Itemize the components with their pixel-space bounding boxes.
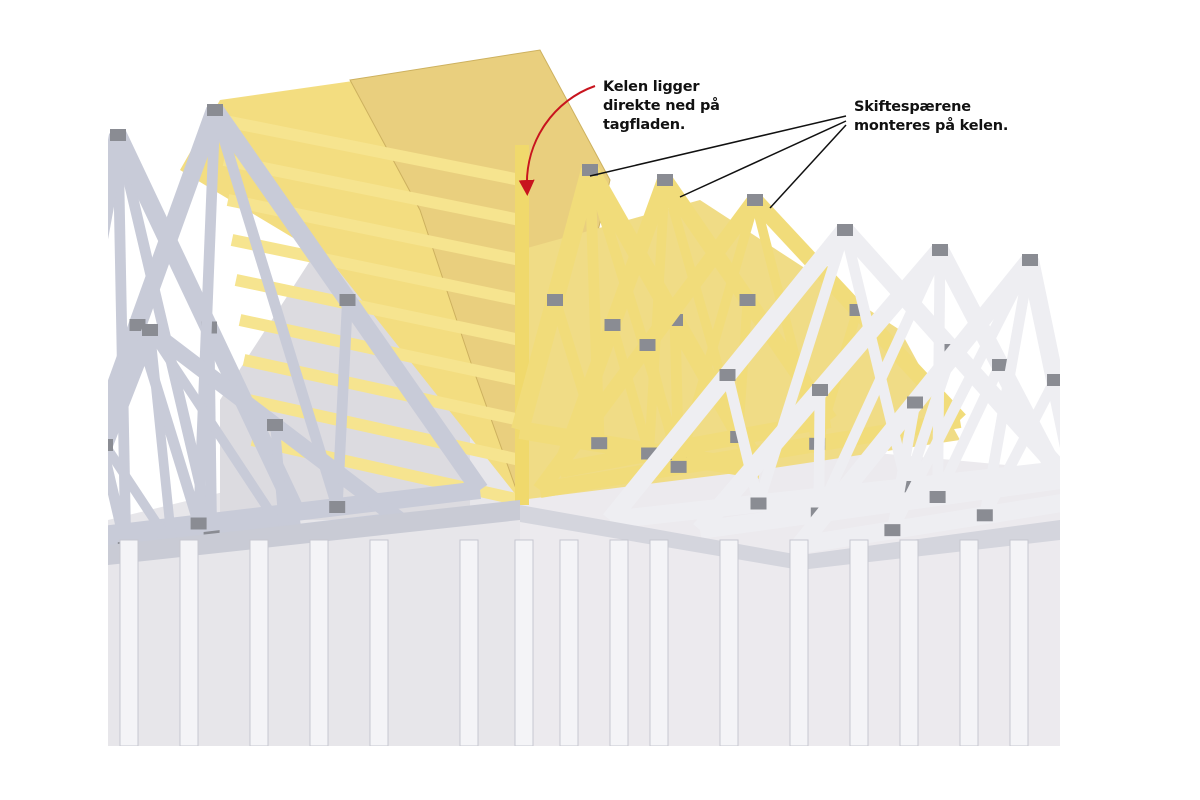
truss-web [887,257,1035,533]
truss-web [145,327,289,537]
valley-arrow [518,85,596,196]
roof-batten [246,394,522,466]
truss-web [193,109,221,524]
wall-stud [179,539,199,746]
truss-web [584,169,605,444]
nail-plate [907,396,923,409]
leader-line [589,115,847,177]
nail-plate [929,491,946,503]
truss-web [108,447,132,549]
valley-annotation: Kelen ligger direkte ned på tagfladen. [603,79,720,133]
nail-plate [108,439,113,451]
roof-batten [222,154,522,226]
truss-web [270,424,290,535]
wall-stud [849,539,869,746]
top-plate-right [520,505,1060,570]
wall-stud [559,539,579,746]
truss-web [980,377,1060,518]
truss-web [887,401,921,532]
leader-line [679,120,847,198]
truss-web [839,228,913,489]
truss-web [644,179,670,454]
nail-plate [582,164,598,176]
wall-stud [649,539,669,746]
jack-rafter-annotation: Skiftespærene monteres på kelen. [854,99,1009,134]
nail-plate [1047,374,1060,386]
roof-batten [218,114,522,186]
roof-truss [792,254,1060,554]
truss-web [209,108,343,509]
nail-plate [129,319,146,331]
wall-stud [514,539,534,746]
truss-web [813,389,826,514]
nail-plate [739,294,756,306]
nail-plate [547,294,563,306]
wall-stud [789,539,809,746]
roof-batten [230,234,522,306]
wall-stud [959,539,979,746]
wall-stud [719,539,739,746]
truss-web [660,178,743,439]
nail-plate [884,524,901,537]
nail-plate [1022,254,1038,266]
wall-stud [609,539,629,746]
nail-plate [719,369,736,381]
nail-plate [110,129,126,141]
nail-plate [976,509,993,522]
wall-stud [459,539,479,746]
truss-web [813,247,945,516]
nail-plate [604,319,621,331]
nail-plate [339,294,356,306]
top-plate-left [108,500,520,565]
truss-top-chord [108,133,127,240]
truss-web [722,373,764,505]
truss-web [108,442,177,550]
truss-web [607,323,654,455]
truss-top-chord [108,327,158,460]
truss-web [145,329,177,548]
wall-stud [309,539,329,746]
nail-plate [71,342,87,354]
truss-bottom-chord [798,494,1060,554]
nail-plate [207,104,223,116]
wall-stud [119,539,139,746]
nail-plate [591,437,608,450]
wall-stud [369,539,389,746]
nail-plate [747,194,763,206]
nail-plate [750,497,767,510]
nail-plate [639,339,656,351]
wall-stud [899,539,919,746]
nail-plate [932,244,948,256]
nail-plate [670,460,687,473]
wall-stud [249,539,269,746]
nail-plate [190,517,207,530]
leader-line [769,124,847,209]
nail-plate [142,324,158,336]
nail-plate [837,224,853,236]
truss-web [979,259,1036,517]
nail-plate [329,501,346,513]
truss-web [932,362,1005,500]
nail-plate [992,359,1008,371]
roof-batten [234,274,522,346]
nail-plate [267,419,283,431]
wall-stud [1009,539,1029,746]
nail-plate [812,384,828,396]
truss-web [132,323,204,526]
nail-plate [657,174,673,186]
